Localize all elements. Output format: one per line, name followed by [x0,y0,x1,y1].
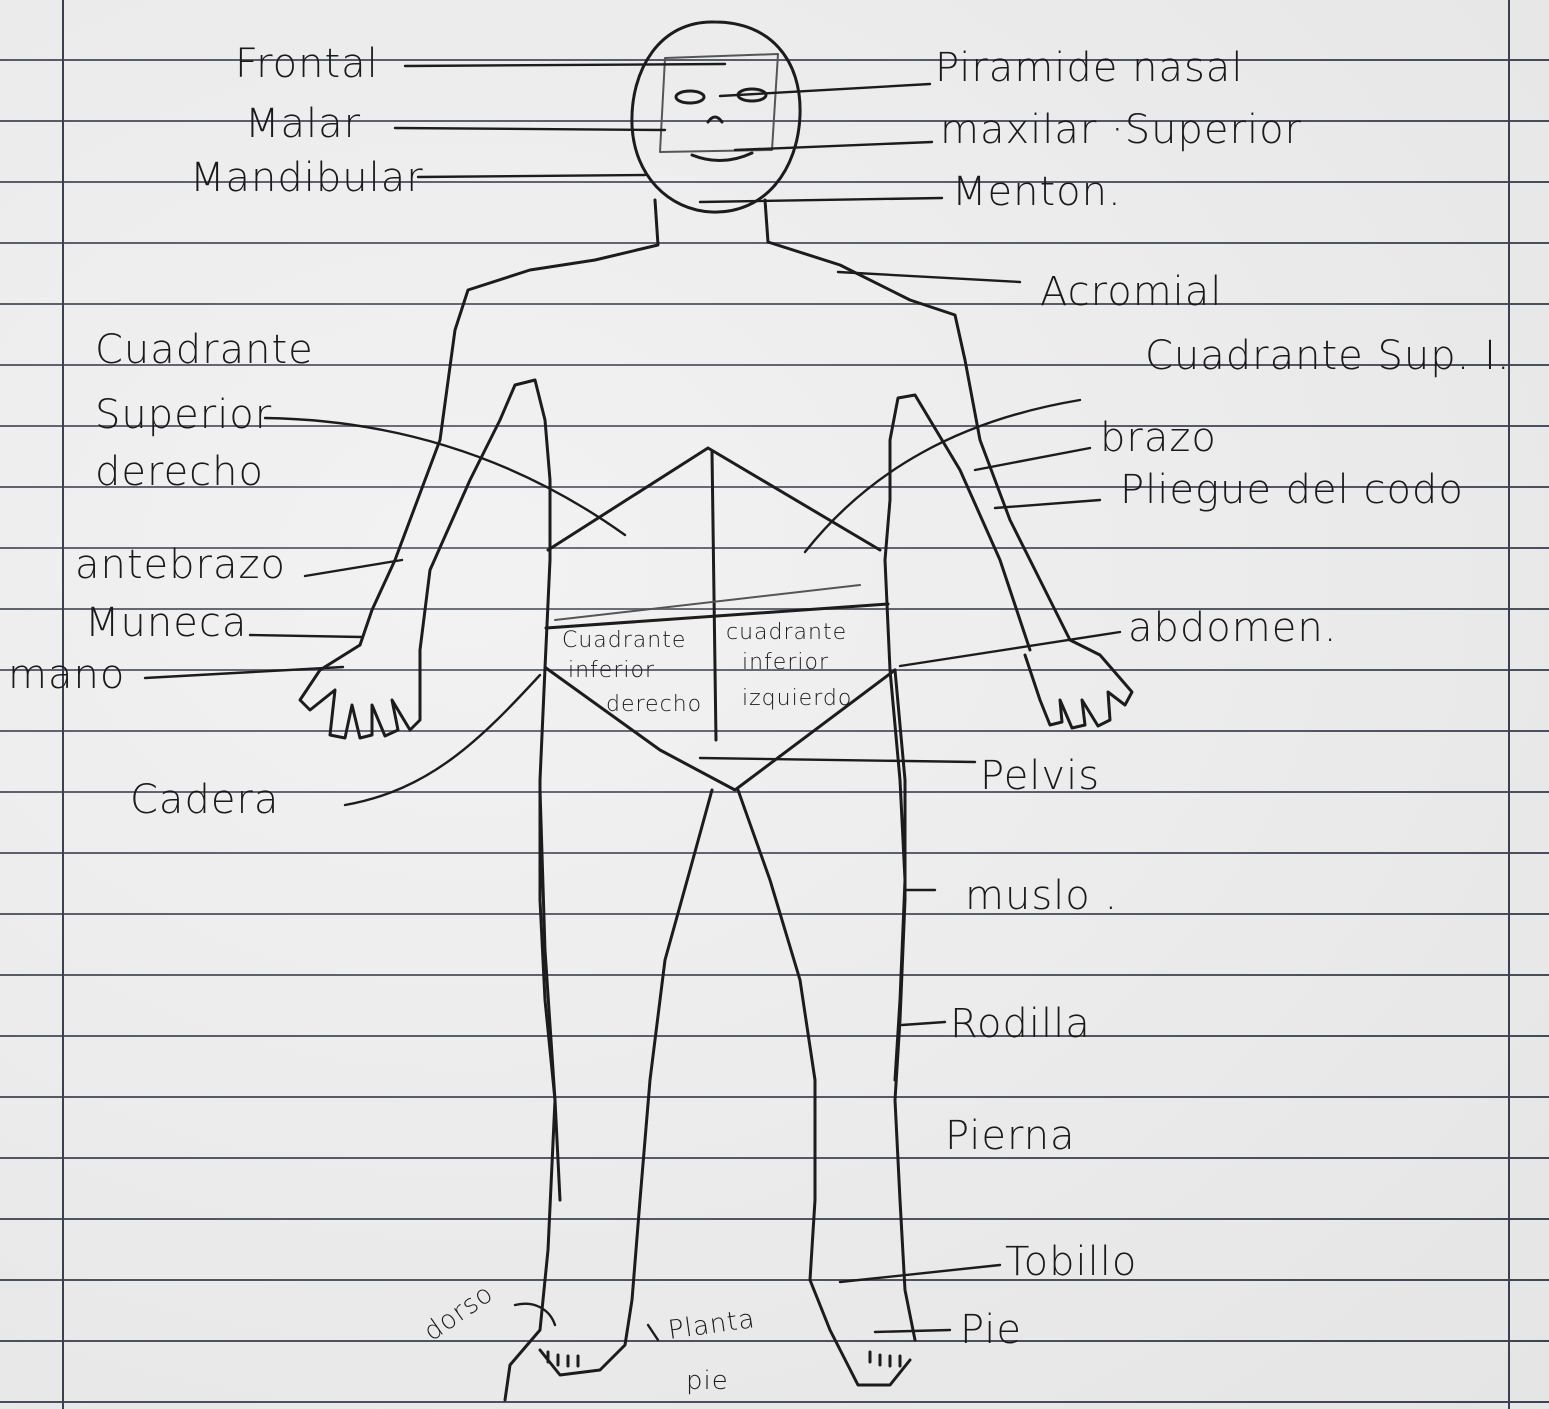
quadrant-left-line1: Cuadrante [562,630,686,652]
leader-menton [700,198,942,202]
quadrant-right-line2: inferior [742,652,829,674]
label-piramide-nasal: Piramide nasal [935,48,1243,88]
right-toes [870,1352,900,1366]
quadrant-left-line2: inferior [568,660,655,682]
right-hand [1025,640,1132,728]
right-leg-inner [738,790,910,1385]
leader-malar [395,128,665,130]
leader-dorso [515,1304,555,1325]
abdomen-vertical-divider [712,452,716,740]
label-pie-small: pie [686,1368,729,1394]
leader-mano [145,667,343,678]
leader-mandibular [418,175,645,177]
leader-pelvis [700,758,975,762]
leader-pliegue-del-codo [995,500,1100,508]
label-brazo: brazo [1100,418,1217,458]
label-malar: Malar [245,104,361,144]
mouth [692,153,752,161]
label-muslo: muslo . [965,876,1118,916]
label-mano: mano [8,655,125,695]
leader-frontal [405,64,725,66]
leader-tobillo [840,1265,1000,1282]
label-pelvis: Pelvis [980,756,1100,796]
label-acromial: Acromial [1040,272,1222,312]
label-superior: Superior [95,395,272,435]
right-forearm-inner [885,395,1030,650]
leader-cuadrante-superior-derecho [265,418,625,535]
label-rodilla: Rodilla [950,1004,1091,1044]
leader-rodilla [902,1022,945,1025]
left-forearm-inner [420,380,550,650]
label-tobillo: Tobillo [1005,1242,1137,1282]
leader-planta [648,1325,658,1340]
label-maxilar-superior: maxilar ·Superior [940,110,1302,150]
label-pierna: Pierna [945,1116,1076,1156]
leader-cadera [345,675,540,805]
leader-muneca [250,635,362,637]
label-derecho: derecho [95,452,264,492]
nose [708,117,722,122]
leader-pie [875,1330,950,1332]
label-frontal: Frontal [235,44,379,84]
label-abdomen: abdomen. [1128,608,1337,648]
leader-brazo [975,448,1090,470]
left-eye [676,91,704,103]
label-muneca: Muneca [85,603,247,643]
left-leg-inner [540,790,712,1375]
neck-left [360,200,658,645]
left-hand [300,645,420,738]
label-pie: Pie [960,1310,1022,1350]
label-cuadrante: Cuadrante [95,330,314,370]
neck-right [765,200,1070,640]
quadrant-right-line1: cuadrante [726,622,847,644]
label-menton: Menton. [952,172,1122,212]
quadrant-right-line3: izquierdo [742,688,852,710]
label-mandibular: Mandibular [190,158,424,198]
face-frame [660,54,778,152]
label-cadera: Cadera [130,780,279,820]
label-pliegue-del-codo: Pliegue del codo [1120,470,1464,510]
left-leg-outer [505,790,555,1400]
leader-maxilar-superior [735,142,932,150]
label-cuadrante-sup-i: Cuadrante Sup. I. [1145,336,1511,376]
abdomen-upper-cross [555,585,860,620]
label-antebrazo: antebrazo [75,545,286,585]
quadrant-left-line3: derecho [606,694,702,716]
